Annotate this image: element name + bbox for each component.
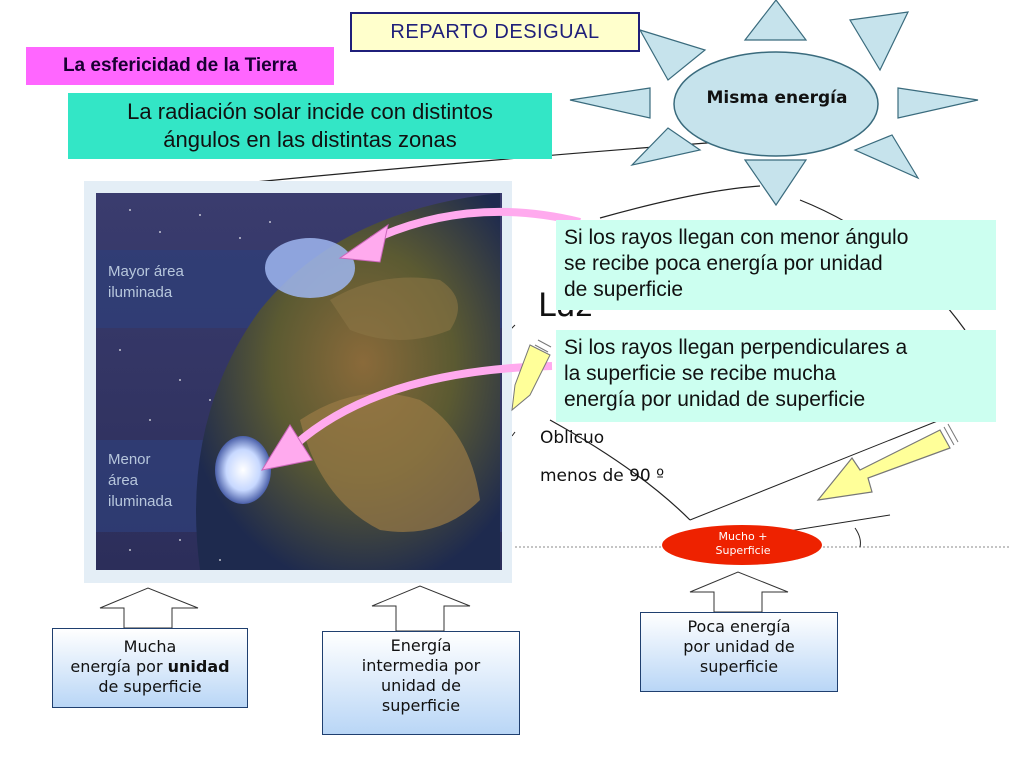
angle-label: menos de 90 º bbox=[540, 466, 664, 486]
up-arrow-intermedia bbox=[372, 586, 470, 631]
radiation-line: ángulos en las distintas zonas bbox=[68, 126, 552, 154]
photo-label-line: iluminada bbox=[108, 491, 172, 512]
box-line: energía por unidad bbox=[53, 657, 247, 677]
ellipse-label-line: Mucho + bbox=[663, 530, 823, 544]
angle-arc bbox=[855, 528, 860, 547]
callout-line: Si los rayos llegan con menor ángulo bbox=[564, 225, 988, 251]
box-mucha-energia: Mucha energía por unidad de superficie bbox=[52, 628, 248, 708]
sun-ray bbox=[632, 128, 700, 165]
photo-label-larger-area: Mayor área iluminada bbox=[108, 261, 184, 303]
sun-ray bbox=[855, 135, 918, 178]
connector-line bbox=[600, 186, 760, 218]
photo-label-smaller-area: Menor área iluminada bbox=[108, 449, 172, 512]
main-title: REPARTO DESIGUAL bbox=[350, 12, 640, 52]
callout-line: de superficie bbox=[564, 277, 988, 303]
sun-ray bbox=[850, 12, 908, 70]
ray-arrow-right bbox=[818, 424, 958, 500]
photo-label-line: Mayor área bbox=[108, 261, 184, 282]
callout-line: energía por unidad de superficie bbox=[564, 387, 988, 413]
tick bbox=[512, 432, 515, 436]
ellipse-label-line: Superficie bbox=[663, 544, 823, 558]
box-line: Mucha bbox=[53, 637, 247, 657]
box-poca-energia: Poca energía por unidad de superficie bbox=[640, 612, 838, 692]
sun-ray bbox=[570, 88, 650, 118]
sun-ray bbox=[745, 160, 806, 205]
box-line: superficie bbox=[641, 657, 837, 677]
box-line-text: energía por bbox=[70, 657, 167, 676]
box-line: por unidad de bbox=[641, 637, 837, 657]
box-line-bold: unidad bbox=[168, 657, 230, 676]
sun-label: Misma energía bbox=[672, 88, 882, 108]
up-arrow-mucha bbox=[100, 588, 198, 628]
box-line: de superficie bbox=[53, 677, 247, 697]
photo-label-line: Menor bbox=[108, 449, 172, 470]
callout-line: se recibe poca energía por unidad bbox=[564, 251, 988, 277]
section-title: La esfericidad de la Tierra bbox=[26, 47, 334, 85]
radiation-explanation: La radiación solar incide con distintos … bbox=[68, 93, 552, 159]
box-energia-intermedia: Energía intermedia por unidad de superfi… bbox=[322, 631, 520, 735]
callout-line: Si los rayos llegan perpendiculares a bbox=[564, 335, 988, 361]
up-arrow-poca bbox=[690, 572, 788, 612]
mucho-superficie-label: Mucho + Superficie bbox=[663, 530, 823, 558]
light-spot-large bbox=[265, 238, 355, 298]
connector-line bbox=[690, 420, 940, 520]
photo-label-line: área bbox=[108, 470, 172, 491]
sun-ray bbox=[898, 88, 978, 118]
box-line: intermedia por bbox=[323, 656, 519, 676]
photo-label-line: iluminada bbox=[108, 282, 184, 303]
oblicuo-label: Oblicuo bbox=[540, 428, 604, 448]
callout-low-angle: Si los rayos llegan con menor ángulo se … bbox=[556, 220, 996, 310]
sun-ray bbox=[745, 0, 806, 40]
radiation-line: La radiación solar incide con distintos bbox=[68, 98, 552, 126]
callout-perpendicular: Si los rayos llegan perpendiculares a la… bbox=[556, 330, 996, 422]
box-line: Energía bbox=[323, 636, 519, 656]
ray-arrow-left bbox=[512, 340, 551, 410]
callout-line: la superficie se recibe mucha bbox=[564, 361, 988, 387]
box-line: superficie bbox=[323, 696, 519, 716]
box-line: unidad de bbox=[323, 676, 519, 696]
box-line: Poca energía bbox=[641, 617, 837, 637]
